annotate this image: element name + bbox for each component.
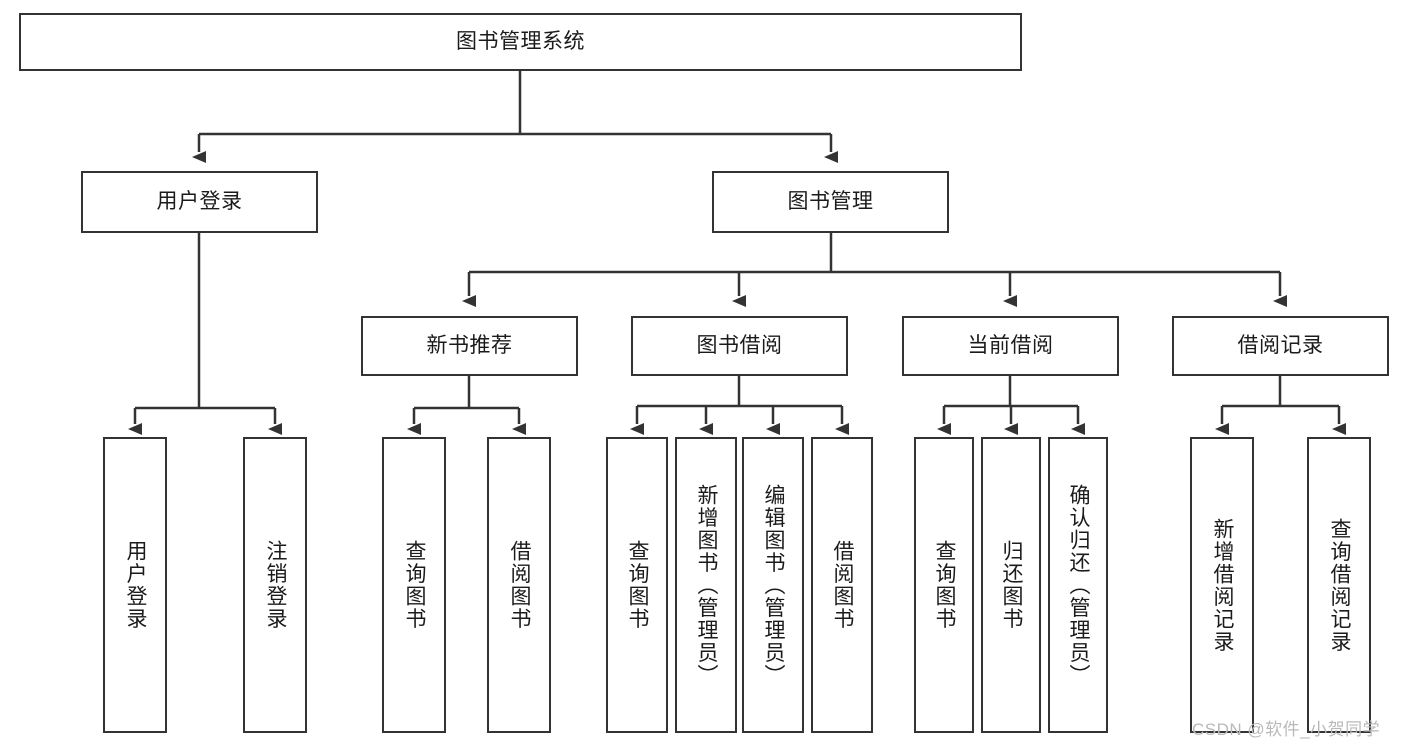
node-label: 图书管理系统 [456, 30, 585, 54]
node-label: 编辑图书（管理员） [762, 483, 786, 687]
leaf-new-book-borrow[interactable]: 借阅图书 [487, 437, 551, 733]
leaf-user-login-login[interactable]: 用户登录 [103, 437, 167, 733]
node-root-system[interactable]: 图书管理系统 [19, 13, 1022, 71]
edge-currentborrow-to-leaves [937, 376, 1085, 435]
leaf-current-borrow-query[interactable]: 查询图书 [914, 437, 974, 733]
edge-newbook-to-leaves [407, 376, 526, 435]
leaf-book-borrow-query[interactable]: 查询图书 [606, 437, 668, 733]
node-label: 借阅图书 [508, 540, 532, 630]
edge-root-to-level2 [192, 71, 838, 163]
node-label: 新增借阅记录 [1211, 517, 1235, 653]
csdn-watermark: CSDN @软件_小贺同学 [1192, 720, 1381, 739]
node-label: 确认归还（管理员） [1067, 483, 1091, 687]
leaf-current-borrow-confirm-return[interactable]: 确认归还（管理员） [1048, 437, 1108, 733]
edge-bookmgmt-to-level3 [462, 233, 1287, 307]
node-label: 用户登录 [124, 540, 148, 630]
edge-borrowrecord-to-leaves [1215, 376, 1346, 435]
node-new-book-recommend[interactable]: 新书推荐 [361, 316, 578, 376]
node-label: 借阅记录 [1237, 334, 1324, 358]
edge-userlogin-to-leaves [128, 233, 282, 435]
node-label: 注销登录 [264, 540, 288, 630]
leaf-current-borrow-return[interactable]: 归还图书 [981, 437, 1041, 733]
leaf-book-borrow-edit[interactable]: 编辑图书（管理员） [742, 437, 804, 733]
node-label: 图书管理 [787, 190, 874, 214]
node-label: 图书借阅 [696, 334, 783, 358]
edge-bookborrow-to-leaves [630, 376, 849, 435]
node-label: 查询图书 [933, 540, 957, 630]
leaf-book-borrow-borrow[interactable]: 借阅图书 [811, 437, 873, 733]
leaf-user-login-logout[interactable]: 注销登录 [243, 437, 307, 733]
node-label: 当前借阅 [967, 334, 1054, 358]
leaf-borrow-record-query[interactable]: 查询借阅记录 [1307, 437, 1371, 733]
node-label: 查询借阅记录 [1328, 517, 1352, 653]
node-label: 归还图书 [1000, 540, 1024, 630]
node-label: 新增图书（管理员） [695, 483, 719, 687]
node-label: 新书推荐 [426, 334, 513, 358]
leaf-book-borrow-add[interactable]: 新增图书（管理员） [675, 437, 737, 733]
node-book-management[interactable]: 图书管理 [712, 171, 949, 233]
node-book-borrow[interactable]: 图书借阅 [631, 316, 848, 376]
node-user-login[interactable]: 用户登录 [81, 171, 318, 233]
leaf-new-book-query[interactable]: 查询图书 [382, 437, 446, 733]
node-label: 借阅图书 [831, 540, 855, 630]
node-label: 查询图书 [626, 540, 650, 630]
leaf-borrow-record-add[interactable]: 新增借阅记录 [1190, 437, 1254, 733]
node-label: 用户登录 [156, 190, 243, 214]
node-current-borrow[interactable]: 当前借阅 [902, 316, 1119, 376]
node-label: 查询图书 [403, 540, 427, 630]
node-borrow-record[interactable]: 借阅记录 [1172, 316, 1389, 376]
